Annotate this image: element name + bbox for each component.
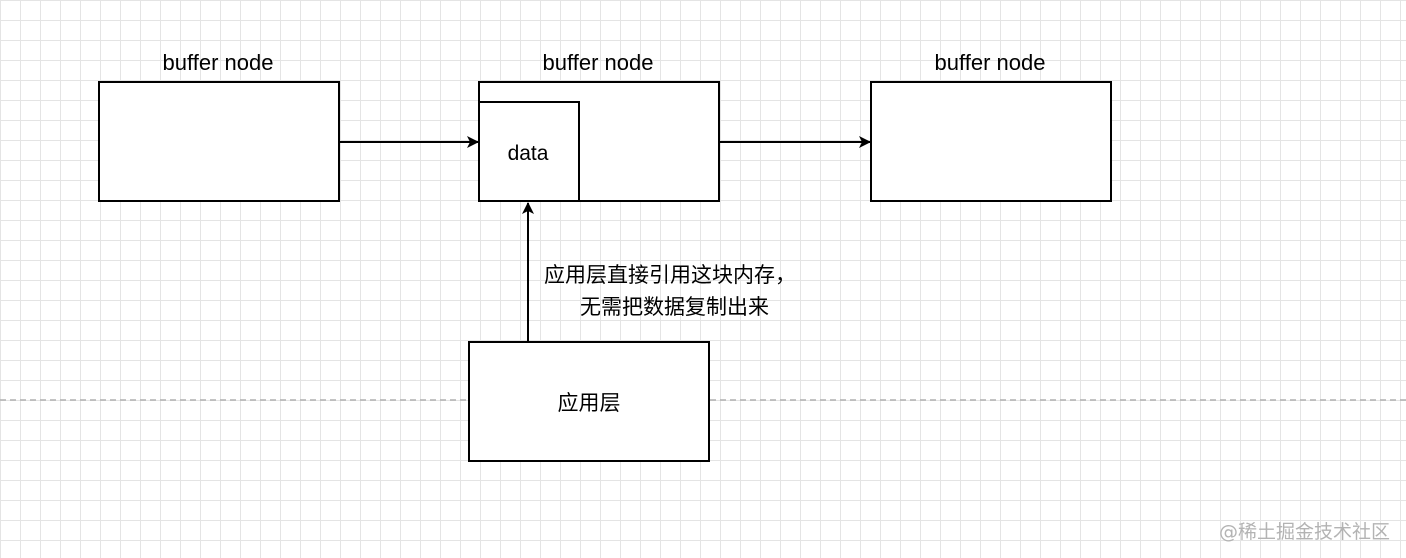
buffer-node-3[interactable] (870, 81, 1112, 202)
app-layer-label: 应用层 (558, 391, 621, 415)
data-block[interactable] (478, 101, 580, 202)
buffer-node-1-label: buffer node (163, 50, 274, 75)
data-block-label: data (508, 142, 549, 165)
annotation-line-1: 应用层直接引用这块内存， (544, 263, 796, 287)
app-layer-box[interactable] (468, 341, 710, 462)
buffer-node-1[interactable] (98, 81, 340, 202)
annotation-line-2: 无需把数据复制出来 (580, 295, 769, 319)
watermark-text: @稀土掘金技术社区 (1219, 521, 1390, 543)
buffer-node-2-label: buffer node (543, 50, 654, 75)
buffer-node-3-label: buffer node (935, 50, 1046, 75)
